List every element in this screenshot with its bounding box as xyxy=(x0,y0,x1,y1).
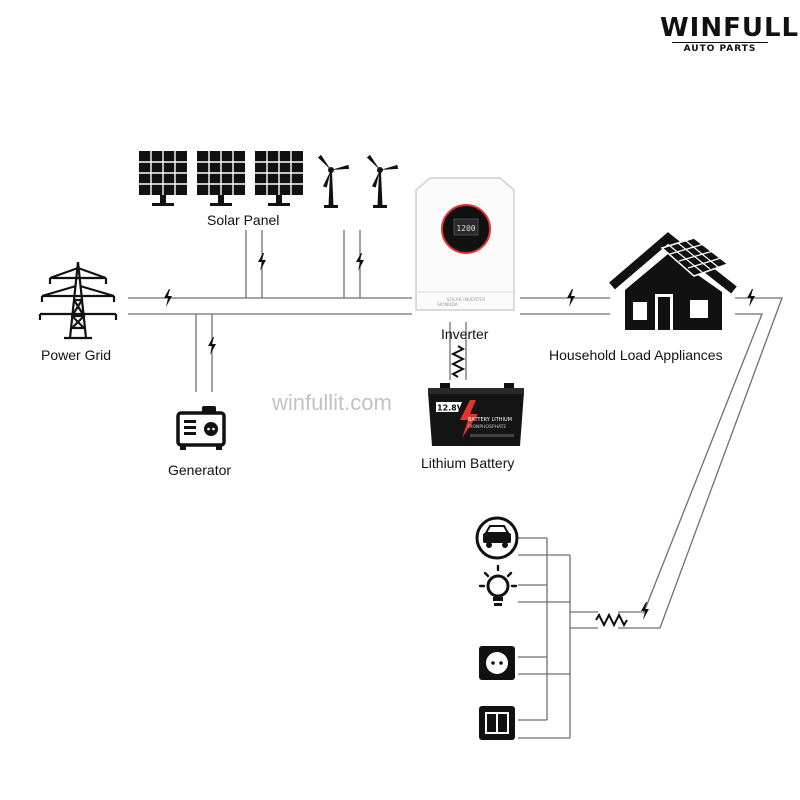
lightning-icon xyxy=(641,602,649,620)
inverter-icon: 1200 SOLAR INVERTER SIONUDA xyxy=(415,177,515,311)
light-bulb-icon xyxy=(478,564,518,606)
household-load-label: Household Load Appliances xyxy=(549,347,723,363)
solar-panel-icon xyxy=(138,150,304,207)
resistor-icon xyxy=(595,612,628,628)
generator-label: Generator xyxy=(168,462,232,478)
transmission-tower-icon xyxy=(38,261,118,340)
generator-icon xyxy=(176,406,226,450)
lightning-icon xyxy=(747,289,755,307)
solar-panel-label: Solar Panel xyxy=(207,212,280,228)
wall-switch-icon xyxy=(479,706,515,740)
brand-logo: WINFULL AUTO PARTS xyxy=(660,13,800,54)
inverter-model-text: SOLAR INVERTER xyxy=(447,297,486,303)
car-icon xyxy=(475,516,519,560)
battery-label-line1: BATTERY LITHIUM xyxy=(468,417,512,423)
lightning-icon xyxy=(567,289,575,307)
resistor-icon xyxy=(450,345,466,378)
power-socket-icon xyxy=(479,646,515,680)
inverter-label: Inverter xyxy=(441,326,489,342)
wind-turbine-icon xyxy=(317,154,399,208)
inverter-display: 1200 xyxy=(456,224,475,233)
battery-voltage: 12.8V xyxy=(437,404,464,413)
inverter-brand-text: SIONUDA xyxy=(437,302,459,308)
house-icon xyxy=(609,232,737,330)
lightning-icon xyxy=(164,289,172,307)
watermark: winfullit.com xyxy=(272,390,392,415)
lithium-battery-label: Lithium Battery xyxy=(421,455,515,471)
battery-icon: 12.8V BATTERY LITHIUM IRONPHOSPHATE xyxy=(428,383,524,446)
wiring xyxy=(128,230,783,739)
brand-logo-sub: AUTO PARTS xyxy=(672,42,768,54)
battery-label-line2: IRONPHOSPHATE xyxy=(468,424,506,430)
brand-logo-main: WINFULL xyxy=(660,13,800,43)
power-grid-label: Power Grid xyxy=(41,347,112,363)
